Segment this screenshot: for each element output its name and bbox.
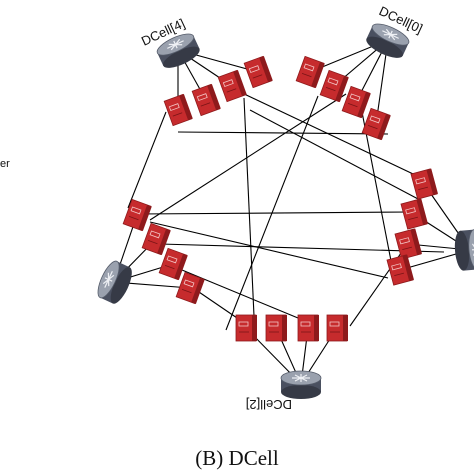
inter-cell-link [149, 221, 389, 279]
server-2-4 [326, 314, 348, 342]
server-2-2 [265, 314, 287, 342]
inter-cell-link [249, 109, 421, 201]
server-3-2 [141, 222, 171, 256]
switch-dcell-3 [97, 260, 132, 304]
server-4-1 [163, 93, 193, 127]
server-1-1 [410, 168, 438, 200]
server-3-4 [175, 271, 205, 305]
server-4-2 [191, 83, 221, 117]
inter-cell-link [159, 243, 445, 253]
inter-cell-link [361, 111, 393, 267]
server-1-4 [386, 254, 414, 286]
server-0-1 [295, 55, 325, 89]
inter-cell-link [127, 111, 167, 209]
switch-dcell-1 [454, 229, 474, 271]
switch-dcell-4 [156, 33, 200, 68]
partial-left-text: er [0, 158, 10, 170]
server-4-4 [243, 55, 273, 89]
node-layer [97, 23, 474, 399]
server-2-1 [235, 314, 257, 342]
switch-dcell-0 [366, 23, 410, 58]
inter-cell-link [243, 97, 255, 317]
inter-cell-link [239, 91, 431, 183]
figure-caption: (B) DCell [195, 446, 279, 470]
server-2-3 [297, 314, 319, 342]
inter-cell-link [149, 93, 347, 221]
server-3-3 [158, 247, 188, 281]
switch-dcell-2 [280, 370, 322, 399]
server-4-3 [217, 69, 247, 103]
inter-cell-link [137, 211, 413, 215]
server-1-3 [394, 228, 422, 260]
server-0-2 [319, 69, 349, 103]
server-0-4 [361, 107, 391, 141]
inter-cell-link [177, 131, 389, 135]
server-3-1 [122, 198, 152, 232]
dcell-2-label: DCell[2] [246, 397, 292, 412]
server-1-2 [400, 198, 428, 230]
server-0-3 [341, 85, 371, 119]
inter-cell-link [195, 289, 241, 321]
